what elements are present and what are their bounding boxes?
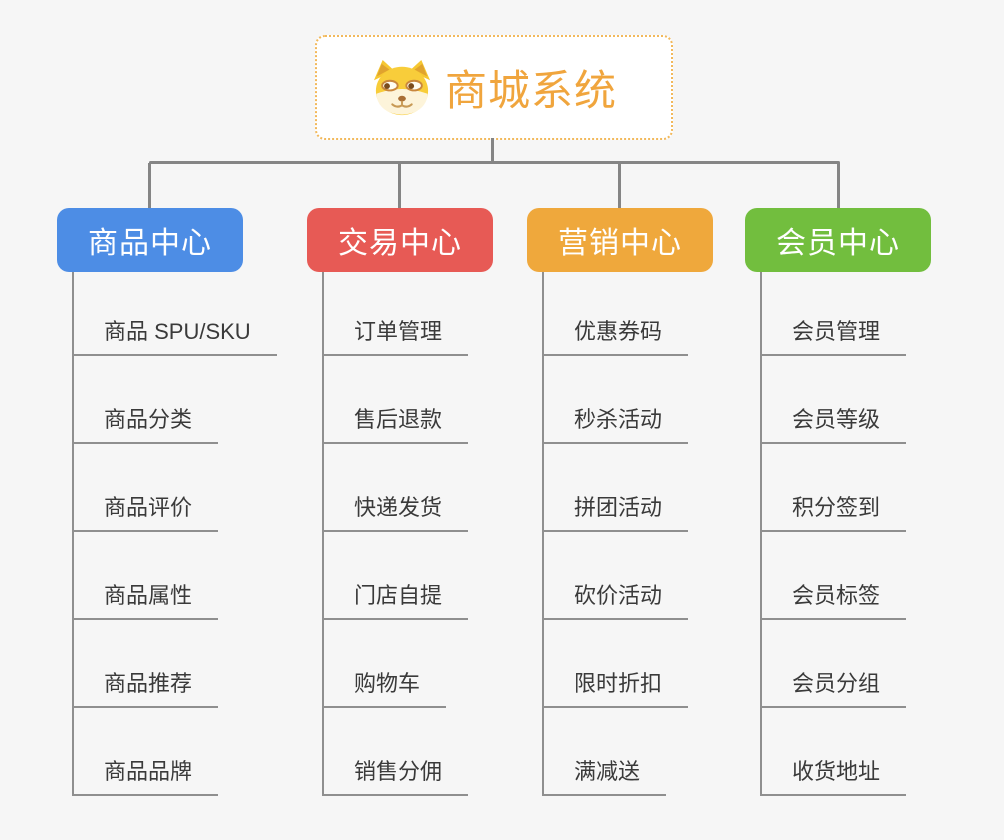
child-item: 优惠券码 — [544, 272, 689, 356]
child-item: 门店自提 — [324, 532, 469, 620]
branch-label: 交易中心 — [338, 227, 462, 260]
child-label[interactable]: 满减送 — [544, 754, 667, 796]
child-label[interactable]: 商品分类 — [74, 402, 219, 444]
child-item: 会员管理 — [762, 272, 907, 356]
child-label[interactable]: 快递发货 — [324, 490, 469, 532]
child-item: 订单管理 — [324, 272, 469, 356]
child-label[interactable]: 售后退款 — [324, 402, 469, 444]
child-label[interactable]: 商品推荐 — [74, 666, 219, 708]
child-item: 商品 SPU/SKU — [74, 272, 277, 356]
child-label[interactable]: 拼团活动 — [544, 490, 689, 532]
child-label[interactable]: 门店自提 — [324, 578, 469, 620]
child-label[interactable]: 会员标签 — [762, 578, 907, 620]
branch-label: 营销中心 — [558, 227, 682, 260]
child-item: 销售分佣 — [324, 708, 469, 796]
child-item: 商品品牌 — [74, 708, 277, 796]
branch-label: 会员中心 — [776, 227, 900, 260]
branch-member: 会员中心 会员管理 会员等级 积分签到 会员标签 会员分组 收货地址 — [745, 208, 931, 796]
child-item: 会员标签 — [762, 532, 907, 620]
child-label[interactable]: 会员分组 — [762, 666, 907, 708]
branch-product: 商品中心 商品 SPU/SKU 商品分类 商品评价 商品属性 商品推荐 商品品牌 — [57, 208, 277, 796]
child-item: 商品分类 — [74, 356, 277, 444]
child-label[interactable]: 会员管理 — [762, 314, 907, 356]
child-item: 积分签到 — [762, 444, 907, 532]
child-label[interactable]: 砍价活动 — [544, 578, 689, 620]
child-item: 砍价活动 — [544, 532, 689, 620]
connector-horizontal — [149, 161, 840, 164]
child-item: 商品推荐 — [74, 620, 277, 708]
child-item: 售后退款 — [324, 356, 469, 444]
branch-node-product[interactable]: 商品中心 — [57, 208, 243, 272]
root-title: 商城系统 — [444, 67, 617, 114]
child-item: 秒杀活动 — [544, 356, 689, 444]
child-label[interactable]: 收货地址 — [762, 754, 907, 796]
child-label[interactable]: 秒杀活动 — [544, 402, 689, 444]
child-label[interactable]: 限时折扣 — [544, 666, 689, 708]
child-item: 限时折扣 — [544, 620, 689, 708]
connector-drop-product — [148, 163, 151, 208]
child-label[interactable]: 商品 SPU/SKU — [74, 314, 277, 356]
branch-label: 商品中心 — [88, 227, 212, 260]
doge-icon — [373, 59, 431, 115]
child-label[interactable]: 商品品牌 — [74, 754, 219, 796]
child-item: 购物车 — [324, 620, 468, 708]
branch-trade: 交易中心 订单管理 售后退款 快递发货 门店自提 购物车 销售分佣 — [307, 208, 493, 796]
branch-children-product: 商品 SPU/SKU 商品分类 商品评价 商品属性 商品推荐 商品品牌 — [72, 272, 277, 796]
child-label[interactable]: 会员等级 — [762, 402, 907, 444]
child-item: 拼团活动 — [544, 444, 689, 532]
branch-node-member[interactable]: 会员中心 — [745, 208, 931, 272]
child-item: 满减送 — [544, 708, 688, 796]
connector-root-stub — [491, 138, 494, 163]
child-label[interactable]: 商品评价 — [74, 490, 219, 532]
child-label[interactable]: 购物车 — [324, 666, 447, 708]
branch-node-marketing[interactable]: 营销中心 — [527, 208, 713, 272]
child-item: 会员等级 — [762, 356, 907, 444]
root-node[interactable]: 商城系统 — [315, 35, 673, 140]
connector-drop-member — [837, 163, 840, 208]
child-label[interactable]: 订单管理 — [324, 314, 469, 356]
branch-children-member: 会员管理 会员等级 积分签到 会员标签 会员分组 收货地址 — [760, 272, 907, 796]
connector-drop-marketing — [618, 163, 621, 208]
child-item: 会员分组 — [762, 620, 907, 708]
child-label[interactable]: 商品属性 — [74, 578, 219, 620]
branch-node-trade[interactable]: 交易中心 — [307, 208, 493, 272]
child-item: 快递发货 — [324, 444, 469, 532]
branch-children-trade: 订单管理 售后退款 快递发货 门店自提 购物车 销售分佣 — [322, 272, 469, 796]
branch-children-marketing: 优惠券码 秒杀活动 拼团活动 砍价活动 限时折扣 满减送 — [542, 272, 689, 796]
branch-marketing: 营销中心 优惠券码 秒杀活动 拼团活动 砍价活动 限时折扣 满减送 — [527, 208, 713, 796]
child-item: 商品评价 — [74, 444, 277, 532]
child-label[interactable]: 优惠券码 — [544, 314, 689, 356]
child-label[interactable]: 积分签到 — [762, 490, 907, 532]
child-item: 收货地址 — [762, 708, 907, 796]
connector-drop-trade — [398, 163, 401, 208]
child-item: 商品属性 — [74, 532, 277, 620]
child-label[interactable]: 销售分佣 — [324, 754, 469, 796]
